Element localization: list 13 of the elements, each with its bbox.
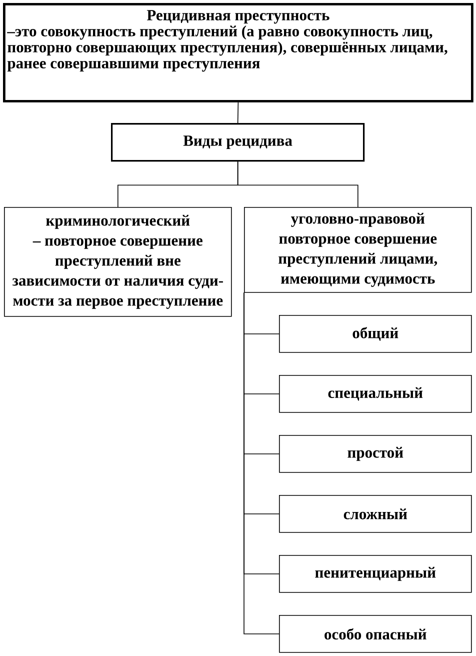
connector-line: [237, 161, 358, 208]
type-box: сложный: [279, 495, 472, 533]
type-box: пенитенциарный: [279, 555, 472, 593]
category-box: криминологический – повторное совершение преступлений вне зависимости от наличия суди- мости за первое преступление: [4, 207, 232, 317]
connector-line: [244, 292, 280, 634]
definition-box: Рецидивная преступность –это совокупность преступлений (а равно совокупность лиц, повторно совершающих преступления), совершённых лицами, ранее совершавшими преступления: [3, 3, 474, 102]
type-box: специальный: [279, 375, 472, 413]
type-box: общий: [279, 315, 472, 353]
type-box: простой: [279, 435, 472, 473]
connector-line: [237, 102, 239, 124]
category-box: уголовно-правовой повторное совершение преступлений лицами, имеющими судимость: [244, 207, 472, 293]
type-box: особо опасный: [279, 615, 472, 653]
heading-box: Виды рецидива: [111, 123, 365, 162]
